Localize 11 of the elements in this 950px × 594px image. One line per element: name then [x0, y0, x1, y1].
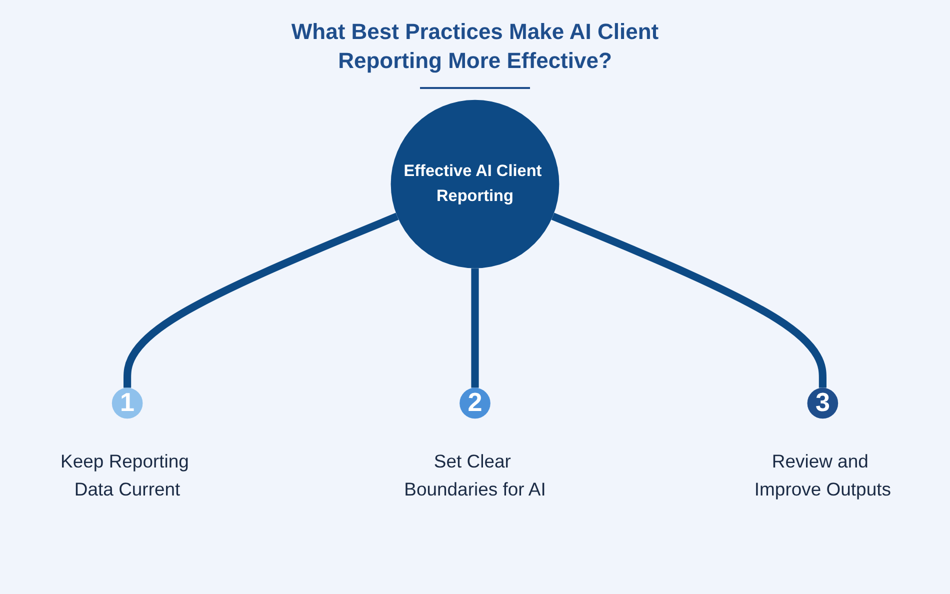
- connector-line: [551, 212, 826, 388]
- step-number-circle: 3: [807, 388, 838, 419]
- diagram-title: What Best Practices Make AI Client Reporting More Effective?: [290, 18, 660, 75]
- step-caption: Set Clear Boundaries for AI: [404, 451, 546, 500]
- hub-circle: Effective AI Client Reporting: [390, 100, 560, 268]
- step-caption: Keep Reporting Data Current: [60, 451, 189, 500]
- step-caption: Review and Improve Outputs: [754, 451, 891, 500]
- connector-line: [124, 212, 399, 388]
- connector-line: [471, 268, 479, 388]
- step-number-circle: 2: [460, 388, 490, 419]
- step-number-circle: 1: [112, 388, 143, 419]
